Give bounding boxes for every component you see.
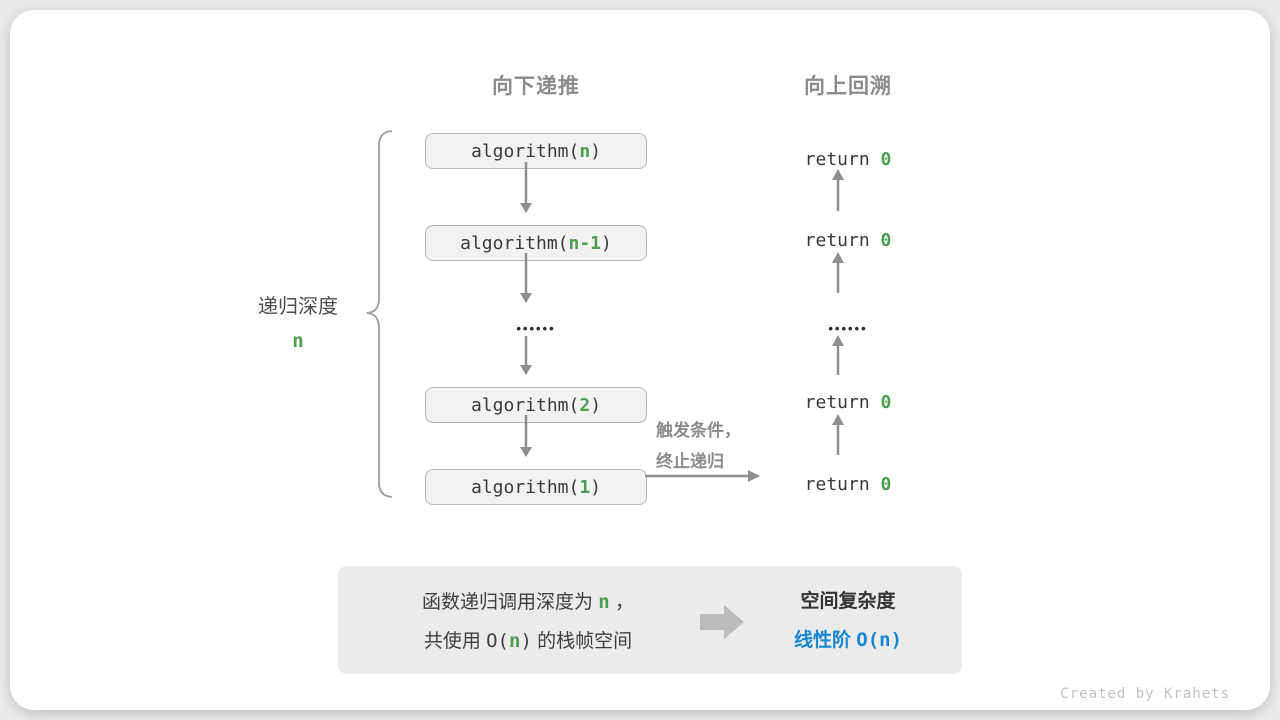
result-label: 线性阶 [793, 630, 857, 651]
return-statement: return 0 [763, 473, 933, 497]
trigger-note-line2: 终止递归 [656, 452, 724, 471]
return-text: return [804, 474, 881, 495]
call-box-text: algorithm( [470, 394, 580, 416]
call-box-text: ) [601, 232, 612, 254]
call-box-text: algorithm( [470, 476, 580, 498]
complexity-result: 空间复杂度 线性阶 O(n) [763, 583, 933, 660]
call-box-text: ) [590, 140, 602, 162]
return-text: return [804, 230, 881, 251]
call-box-n: algorithm(n) [425, 133, 647, 169]
trigger-note-line1: 触发条件， [656, 421, 741, 440]
space-complexity-title: 空间复杂度 [800, 591, 896, 612]
summary-description: 函数递归调用深度为 n ， 共使用 O(n) 的栈帧空间 [360, 583, 696, 661]
call-box-text: ) [590, 394, 602, 416]
call-box-1: algorithm(1) [425, 469, 647, 505]
return-value: 0 [880, 392, 892, 413]
trigger-condition-note: 触发条件， 终止递归 [656, 415, 741, 477]
call-box-text: algorithm( [460, 232, 569, 254]
call-box-n-1: algorithm(n-1) [425, 225, 647, 261]
result-code: O(n) [856, 629, 903, 651]
summary-text: ， [609, 592, 634, 613]
diagram-canvas: 向下递推 向上回溯 递归深度 n algorithm(n) algorithm(… [10, 10, 1270, 710]
summary-line2: 共使用 O(n) 的栈帧空间 [360, 622, 696, 661]
return-value: 0 [880, 230, 892, 251]
summary-code: ) [520, 630, 532, 652]
depth-label-text: 递归深度 [258, 296, 338, 318]
backtrack-up-header: 向上回溯 [804, 75, 892, 98]
summary-n-value: n [598, 591, 610, 613]
recursion-depth-label: 递归深度 n [218, 294, 378, 354]
ellipsis-left: •••••• [516, 321, 556, 336]
summary-text: 的栈帧空间 [531, 631, 633, 652]
call-box-text: ) [590, 476, 602, 498]
ellipsis-right: •••••• [828, 321, 868, 336]
return-statement: return 0 [763, 229, 933, 253]
recurse-down-header: 向下递推 [492, 75, 580, 98]
linear-order-result: 线性阶 O(n) [763, 621, 933, 660]
call-box-arg: n [579, 140, 591, 162]
call-box-arg: n-1 [568, 232, 602, 254]
return-text: return [804, 149, 881, 170]
return-text: return [804, 392, 881, 413]
depth-value: n [292, 330, 304, 352]
block-arrow-icon [700, 605, 744, 639]
summary-code: O( [486, 630, 509, 652]
credit-watermark: Created by Krahets [1060, 686, 1230, 702]
summary-n-value: n [508, 630, 521, 652]
summary-text: 函数递归调用深度为 [421, 592, 599, 613]
return-value: 0 [880, 149, 892, 170]
call-box-2: algorithm(2) [425, 387, 647, 423]
call-box-arg: 2 [579, 394, 591, 416]
summary-text: 共使用 [423, 631, 487, 652]
complexity-summary-box: 函数递归调用深度为 n ， 共使用 O(n) 的栈帧空间 空间复杂度 线性阶 O… [338, 566, 962, 674]
summary-line1: 函数递归调用深度为 n ， [360, 583, 696, 622]
return-statement: return 0 [763, 148, 933, 172]
call-box-text: algorithm( [470, 140, 580, 162]
return-statement: return 0 [763, 391, 933, 415]
call-box-arg: 1 [579, 476, 591, 498]
return-value: 0 [880, 474, 892, 495]
